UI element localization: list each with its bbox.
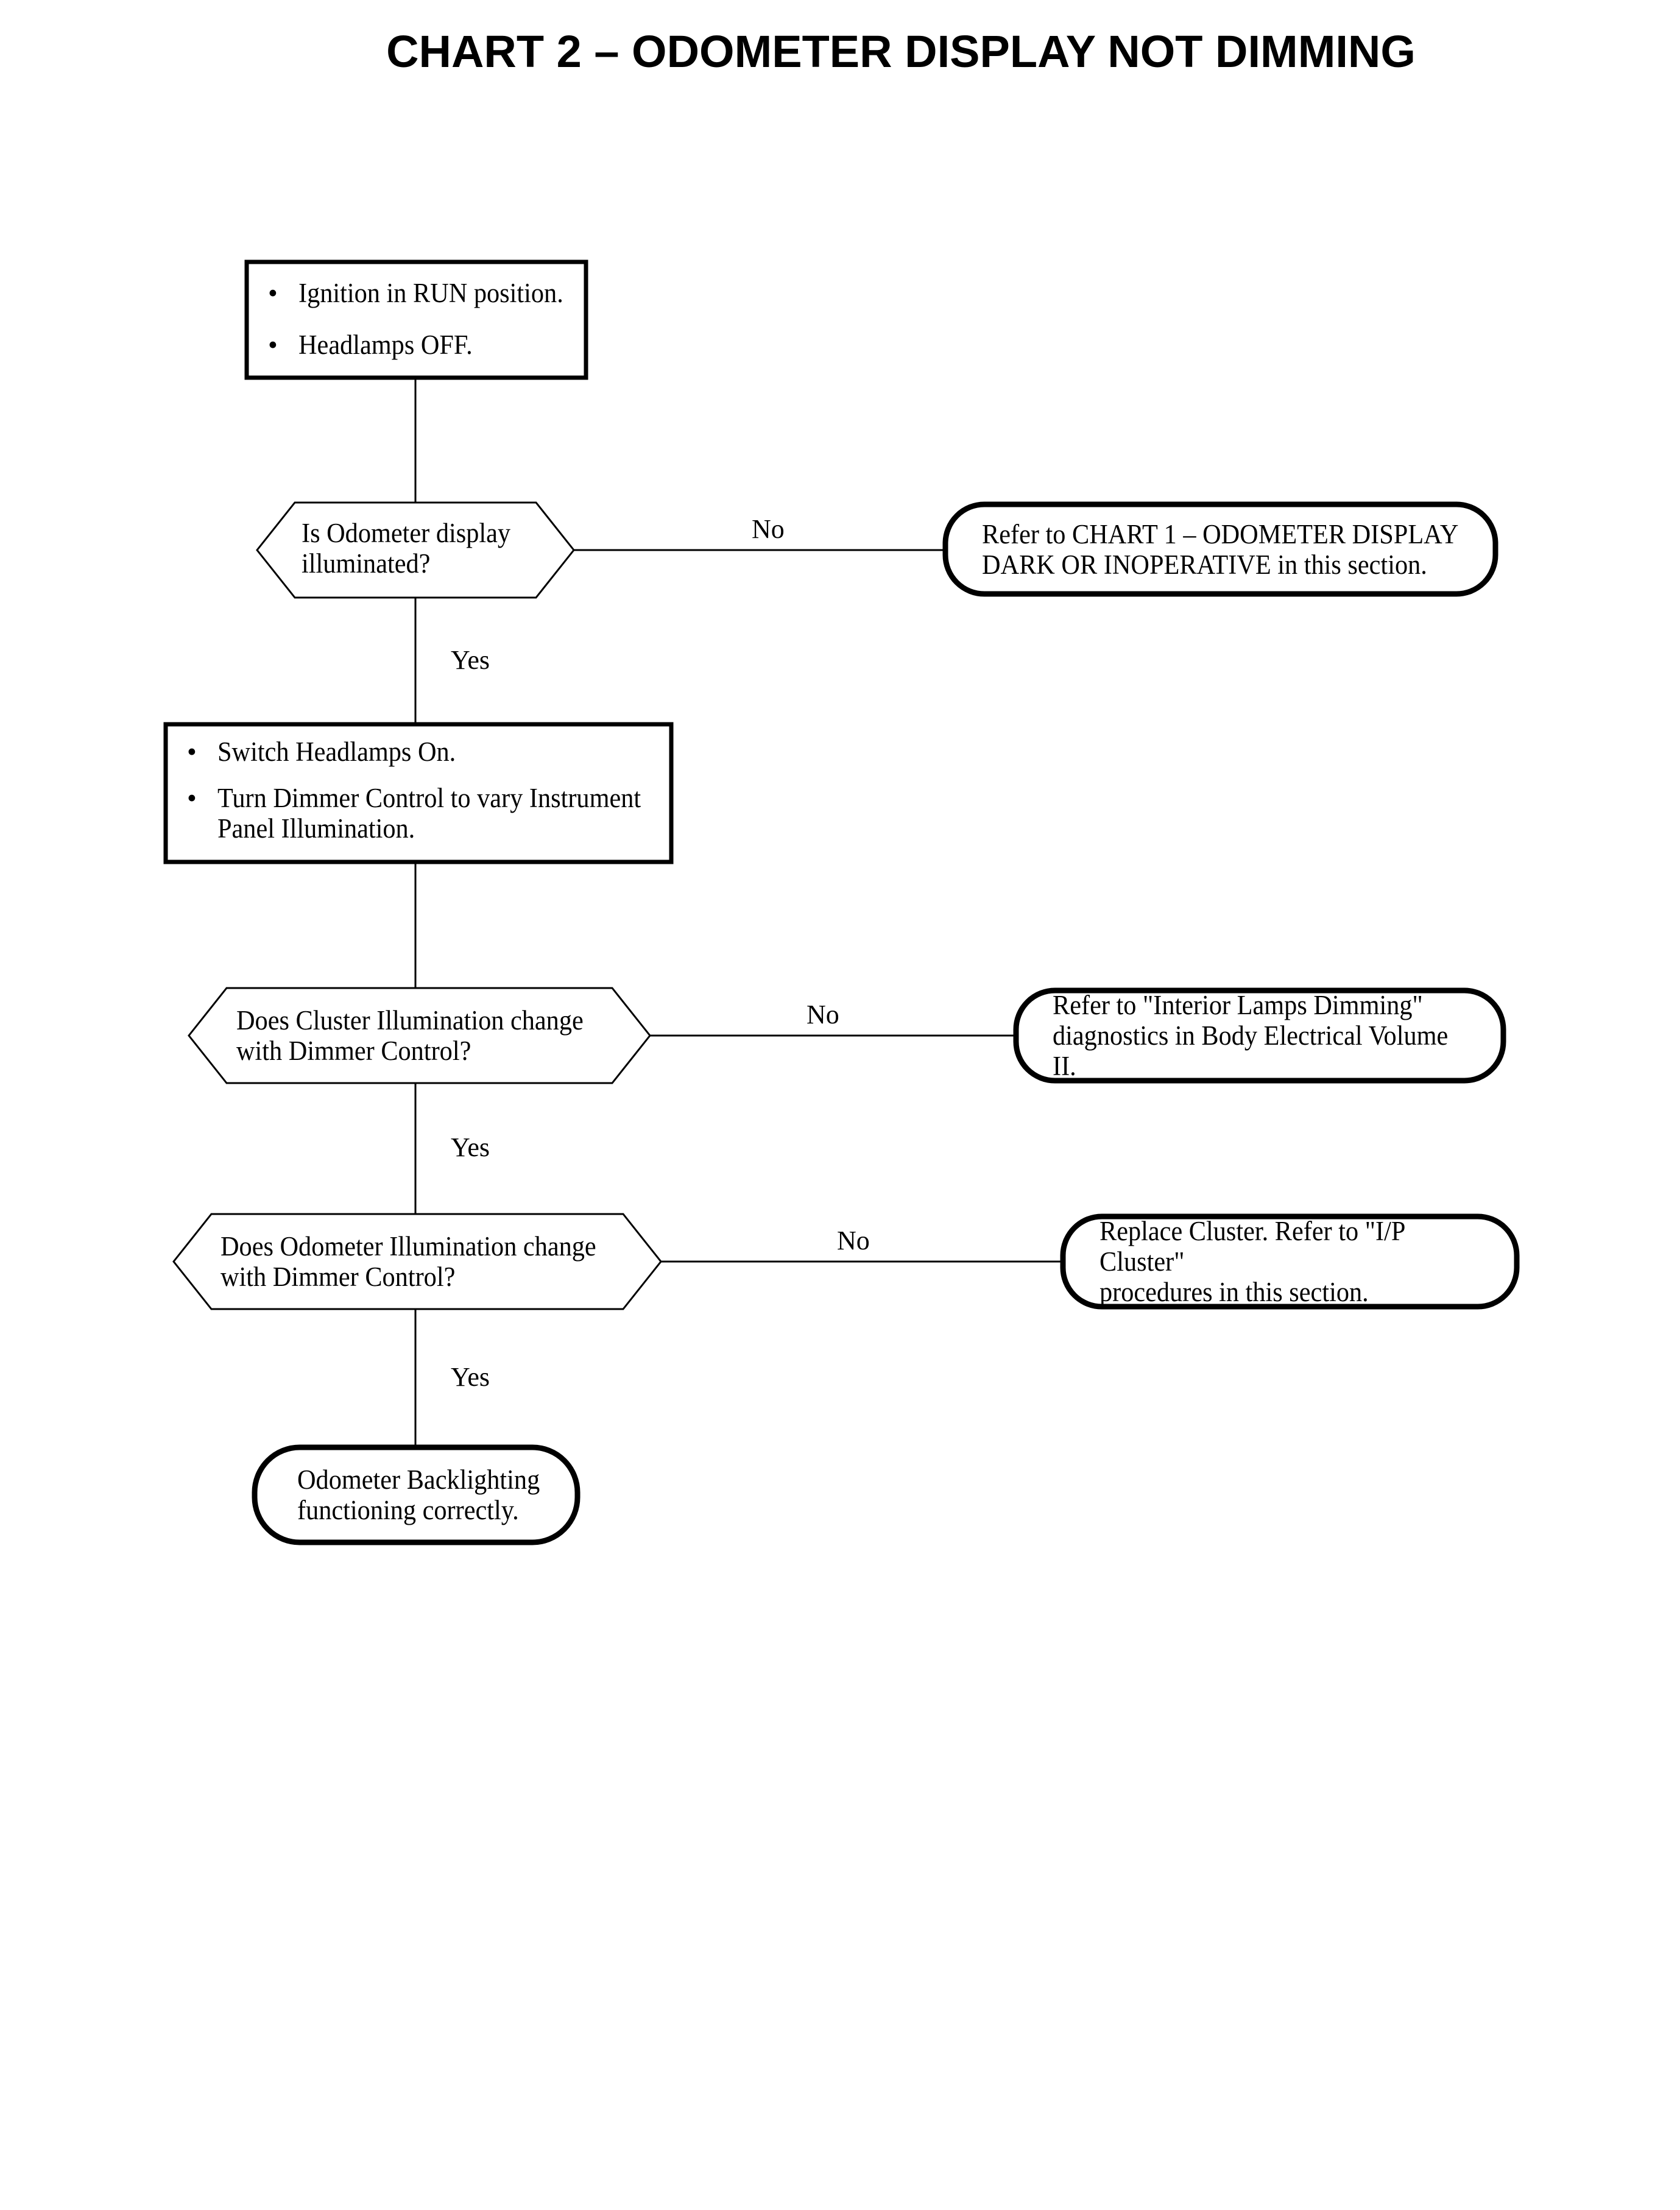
headlamps-box: • Switch Headlamps On. • Turn Dimmer Con…: [166, 724, 671, 862]
page-title: CHART 2 – ODOMETER DISPLAY NOT DIMMING: [386, 26, 1416, 77]
action-ref-chart1: Refer to CHART 1 – ODOMETER DISPLAY DARK…: [945, 504, 1495, 594]
action-replace-cluster-text: Replace Cluster. Refer to "I/P Cluster" …: [1099, 1216, 1405, 1307]
bullet-icon: •: [187, 783, 197, 813]
bullet-icon: •: [187, 736, 197, 767]
decision-illuminated-shape: [256, 501, 575, 599]
bullet-icon: •: [268, 330, 278, 360]
edge-label-no-1: No: [752, 514, 785, 544]
decision-odometer-text: Does Odometer Illumination change with D…: [221, 1231, 596, 1292]
action-ref-chart1-shape: [942, 501, 1498, 597]
action-replace-cluster: Replace Cluster. Refer to "I/P Cluster" …: [1063, 1216, 1517, 1307]
edge-label-yes-2: Yes: [451, 1132, 490, 1162]
action-ref-interior-shape: [1013, 987, 1506, 1084]
list-item: • Ignition in RUN position.: [268, 278, 586, 308]
edge-label-no-2: No: [806, 1000, 839, 1029]
headlamps-box-shape: [163, 722, 674, 864]
edge-label-yes-1: Yes: [451, 645, 490, 675]
list-item: • Switch Headlamps On.: [187, 736, 671, 767]
decision-cluster-shape: [188, 987, 651, 1084]
start-box: • Ignition in RUN position. • Headlamps …: [247, 262, 586, 378]
decision-odometer-shape: [172, 1213, 662, 1310]
terminal-text: Odometer Backlighting functioning correc…: [297, 1464, 540, 1525]
terminal-node: Odometer Backlighting functioning correc…: [255, 1447, 577, 1542]
start-box-shape: [244, 259, 588, 380]
edge-label-yes-3: Yes: [451, 1362, 490, 1392]
start-item-2: Headlamps OFF.: [298, 330, 473, 360]
start-item-1: Ignition in RUN position.: [298, 278, 563, 308]
list-item: • Headlamps OFF.: [268, 330, 586, 360]
action-ref-interior-text: Refer to "Interior Lamps Dimming" diagno…: [1053, 990, 1449, 1081]
decision-cluster-text: Does Cluster Illumination change with Di…: [236, 1005, 584, 1066]
decision-illuminated-text: Is Odometer display illuminated?: [302, 518, 511, 579]
headlamps-item-2: Turn Dimmer Control to vary Instrument P…: [217, 783, 641, 844]
action-ref-chart1-text: Refer to CHART 1 – ODOMETER DISPLAY DARK…: [982, 518, 1459, 580]
list-item: • Turn Dimmer Control to vary Instrument…: [187, 783, 671, 844]
edge-label-no-3: No: [837, 1226, 870, 1255]
terminal-shape: [252, 1444, 581, 1545]
action-replace-cluster-shape: [1060, 1213, 1520, 1310]
bullet-icon: •: [268, 278, 278, 308]
headlamps-item-1: Switch Headlamps On.: [217, 736, 456, 767]
action-ref-interior: Refer to "Interior Lamps Dimming" diagno…: [1016, 990, 1503, 1081]
